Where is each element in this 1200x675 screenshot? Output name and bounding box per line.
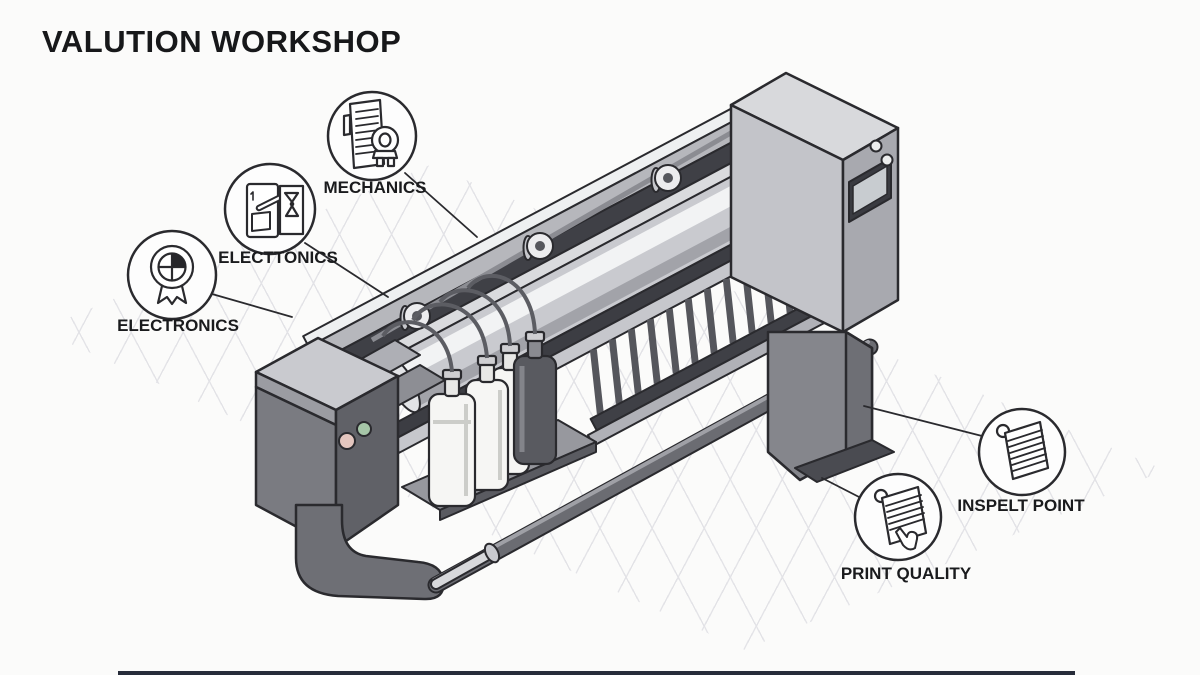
ink-bottles [427, 330, 558, 508]
callout-label-electtonics: ELECTTONICS [218, 248, 338, 267]
ink-bottle-dark [512, 330, 558, 466]
leader-line-print-quality [821, 477, 862, 499]
callout-mechanics [326, 90, 418, 182]
stand-leg-right [766, 330, 895, 483]
callout-inspect-point [977, 407, 1067, 497]
crossbar-collar [483, 542, 501, 564]
callout-electtonics [223, 162, 317, 256]
callout-print-quality [853, 472, 943, 562]
callout-label-inspect-point: INSPELT POINT [957, 496, 1085, 515]
page-title: VALUTION WORKSHOP [42, 24, 402, 59]
leader-lines [211, 172, 987, 499]
callout-electronics [126, 229, 218, 321]
power-button-pink [338, 432, 356, 450]
roller-spool [522, 232, 554, 261]
power-button-green [356, 421, 372, 437]
leader-line-mechanics [404, 172, 478, 238]
print-sample-hand-icon [873, 485, 928, 551]
control-screen [848, 157, 892, 223]
callout-label-mechanics: MECHANICS [323, 178, 427, 197]
leader-line-electronics [211, 293, 293, 318]
ink-tubes [381, 273, 537, 373]
footer-accent-bar [118, 671, 1075, 675]
panel-button [869, 139, 883, 153]
panel-hourglass-icon [245, 182, 305, 239]
certificate-badge-icon [149, 244, 195, 306]
leader-line-electtonics [304, 242, 389, 298]
panel-button [880, 153, 894, 167]
printer-machine [254, 71, 900, 601]
roller-spool [650, 164, 682, 193]
inspection-sheet-icon [995, 420, 1050, 481]
document-motor-icon [342, 98, 400, 170]
ink-bottle-white [427, 368, 477, 508]
left-cabinet [254, 336, 445, 601]
callout-label-electronics: ELECTRONICS [117, 316, 239, 335]
leader-line-inspect-point [863, 405, 987, 438]
right-control-tower [729, 71, 900, 483]
callout-label-print-quality: PRINT QUALITY [840, 564, 972, 583]
